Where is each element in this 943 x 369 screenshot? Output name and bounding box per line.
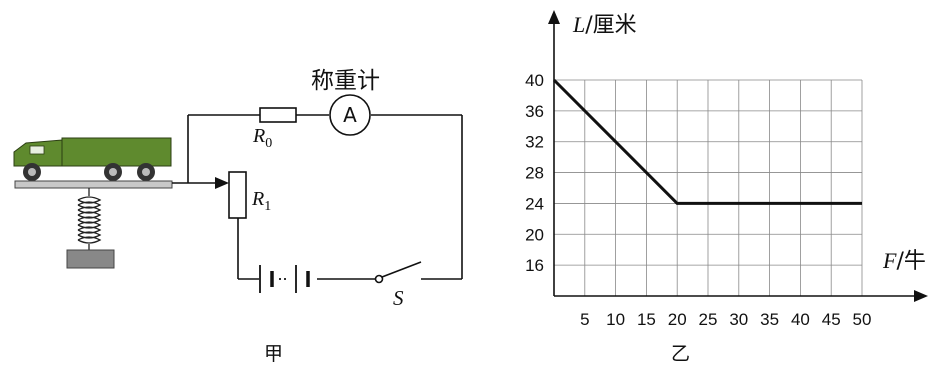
spring-base [66,249,115,269]
x-tick-label: 5 [580,310,589,329]
scale-label: 称重计 [311,68,380,94]
x-tick-label: 30 [729,310,748,329]
caption-yi: 乙 [671,343,690,365]
switch [374,261,422,284]
switch-label: S [393,286,404,310]
y-tick-label: 32 [525,133,544,152]
x-tick-label: 45 [822,310,841,329]
y-axis-arrow-icon [548,10,560,24]
y-tick-label: 40 [525,71,544,90]
x-axis-arrow-icon [914,290,928,302]
circuit-diagram: R0 A 称重计 R1 S 甲 [13,68,463,365]
y-tick-label: 24 [525,194,544,213]
x-tick-label: 40 [791,310,810,329]
caption-jia: 甲 [264,343,283,365]
tick-labels: 5 10 15 20 25 30 35 40 45 50 16 20 24 28 32 36 40 [525,71,871,329]
y-tick-label: 16 [525,256,544,275]
y-tick-label: 20 [525,225,544,244]
wires [172,114,463,280]
truck [13,137,172,181]
x-tick-label: 35 [760,310,779,329]
x-tick-label: 50 [853,310,872,329]
y-axis-label: L/厘米 [572,12,637,38]
slider-arrow-icon [215,177,229,189]
r1-label: R1 [251,188,271,214]
ammeter-symbol: A [343,103,357,127]
series-line [552,78,862,205]
x-tick-label: 25 [699,310,718,329]
resistor-r1 [228,171,247,219]
graph: L/厘米 F/牛 5 10 15 20 25 30 35 40 45 50 16 20 24 28 32 36… [525,10,928,365]
scale-platform [14,180,173,189]
x-tick-label: 20 [668,310,687,329]
x-tick-label: 10 [606,310,625,329]
y-tick-label: 28 [525,164,544,183]
y-tick-label: 36 [525,102,544,121]
x-tick-label: 15 [637,310,656,329]
r0-label: R0 [252,125,272,151]
ammeter [329,94,371,136]
battery [259,265,310,293]
spring [77,188,102,250]
x-axis-label: F/牛 [882,248,926,274]
grid [554,79,863,296]
resistor-r0 [259,107,297,123]
series [552,78,862,205]
